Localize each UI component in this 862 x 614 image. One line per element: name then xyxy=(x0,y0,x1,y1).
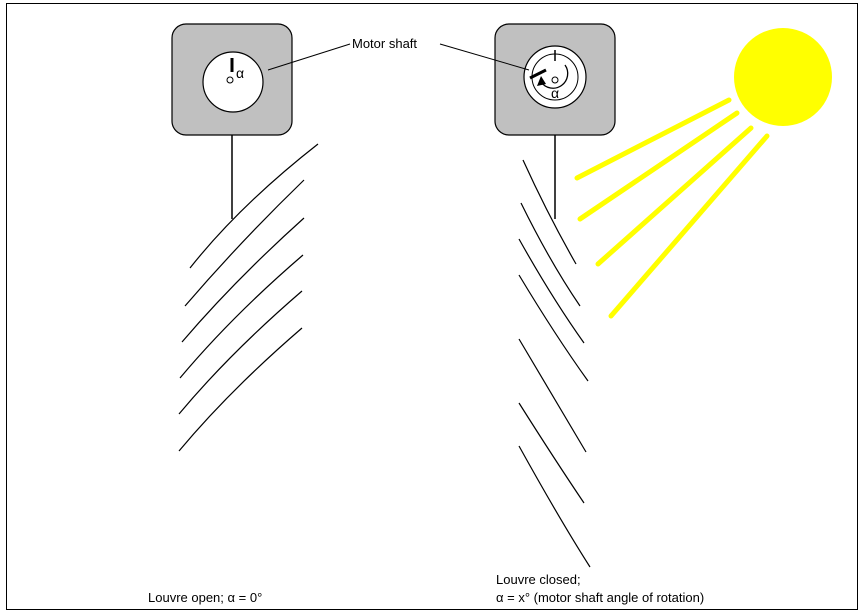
motor-shaft-leader-left xyxy=(267,43,351,71)
right-slat xyxy=(518,338,587,453)
left-motor-dial xyxy=(202,51,264,113)
motor-shaft-label: Motor shaft xyxy=(352,36,418,51)
left-slat xyxy=(178,290,303,415)
left-alpha-label: α xyxy=(236,65,244,81)
right-slat xyxy=(518,445,591,568)
left-caption: Louvre open; α = 0° xyxy=(148,590,263,605)
right-caption-line2: α = x° (motor shaft angle of rotation) xyxy=(496,590,705,605)
right-motor-indicator xyxy=(529,68,547,80)
sun-icon xyxy=(734,28,832,126)
left-slat xyxy=(178,327,303,452)
motor-shaft-leader-right xyxy=(439,43,530,71)
left-louvre-slats xyxy=(178,143,319,452)
right-slat xyxy=(522,159,577,265)
right-louvre-slats xyxy=(518,159,591,568)
right-alpha-label: α xyxy=(551,85,559,101)
right-slat xyxy=(520,202,581,307)
right-caption-line1: Louvre closed; xyxy=(496,572,581,587)
sun-ray xyxy=(577,110,740,222)
left-slat xyxy=(179,254,304,379)
right-slat xyxy=(518,238,585,344)
left-slat xyxy=(189,143,319,269)
rotation-arrowhead xyxy=(537,76,546,86)
rotation-arrow xyxy=(540,64,569,89)
left-slat xyxy=(181,217,305,343)
left-motor-shaft-center xyxy=(226,76,234,84)
right-motor-shaft-center xyxy=(551,76,559,84)
right-slat xyxy=(518,274,589,382)
diagram-border xyxy=(6,3,858,610)
right-slat xyxy=(518,402,585,504)
left-slat xyxy=(184,179,305,307)
sun-ray xyxy=(574,97,732,181)
sun-ray xyxy=(595,125,754,267)
sun-ray xyxy=(608,133,770,319)
left-motor: α xyxy=(171,23,293,136)
right-motor: α xyxy=(494,23,616,136)
sun-rays xyxy=(574,97,770,319)
